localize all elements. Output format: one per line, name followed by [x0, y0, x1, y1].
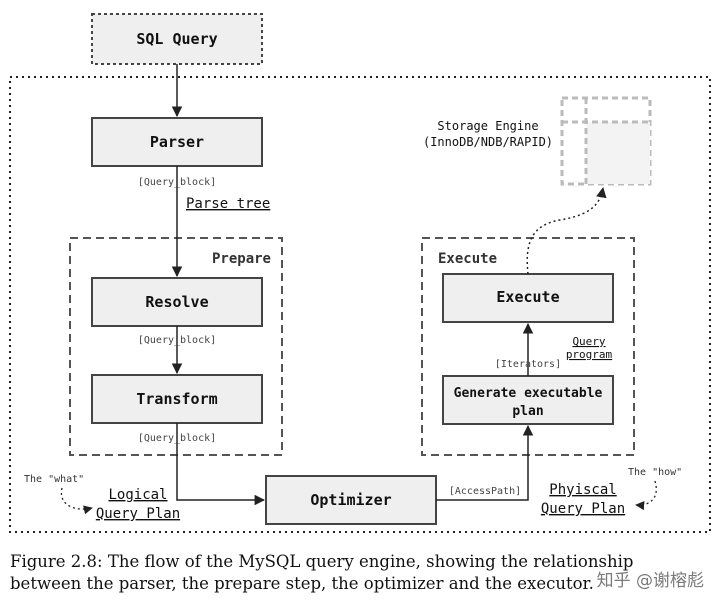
parser-box: [91, 117, 263, 167]
generate-plan-box: [442, 375, 614, 425]
figure-caption: Figure 2.8: The flow of the MySQL query …: [10, 552, 634, 593]
execute-label: Execute: [496, 288, 559, 306]
storage-engine-title: Storage Engine: [437, 119, 538, 133]
physical-plan-annotation-line1: Phyiscal: [549, 482, 616, 498]
sql-query-box: [91, 13, 263, 65]
query-program-annotation-line2: program: [566, 348, 613, 361]
generate-plan-label-line2: plan: [512, 404, 543, 419]
edge-label-access-path: [AccessPath]: [449, 486, 521, 497]
edge-label-query-block-1: [Query_block]: [138, 177, 216, 188]
logical-plan-annotation-line2: Query Plan: [96, 506, 180, 522]
edge-execute-to-storage: [526, 186, 607, 275]
how-annotation-arrow: [635, 480, 657, 511]
sql-query-label: SQL Query: [136, 30, 217, 48]
physical-plan-annotation-line2: Query Plan: [541, 501, 625, 517]
edge-label-query-block-3: [Query_block]: [138, 433, 216, 444]
storage-engine-subtitle: (InnoDB/NDB/RAPID): [423, 135, 553, 149]
edge-label-iterators: [Iterators]: [495, 359, 561, 370]
storage-engine-icon: [560, 96, 652, 186]
edge-transform-to-optimizer: [176, 423, 266, 506]
watermark: 知乎 @谢榕彪: [596, 571, 704, 591]
what-annotation: The "what": [24, 474, 84, 485]
parse-tree-annotation: Parse tree: [186, 196, 270, 212]
edge-optimizer-to-generate: [436, 424, 534, 501]
parser-label: Parser: [150, 133, 204, 151]
logical-plan-annotation-line1: Logical: [108, 487, 167, 503]
what-annotation-arrow: [60, 487, 93, 515]
resolve-label: Resolve: [145, 293, 208, 311]
optimizer-label: Optimizer: [310, 491, 391, 509]
generate-plan-label-line1: Generate executable: [454, 386, 603, 401]
outer-boundary: [9, 76, 711, 533]
edge-label-query-block-2: [Query_block]: [138, 335, 216, 346]
how-annotation: The "how": [628, 467, 682, 478]
query-program-annotation-line1: Query: [572, 335, 605, 348]
transform-label: Transform: [136, 390, 217, 408]
execute-box: [442, 273, 614, 323]
execute-group-label: Execute: [438, 251, 497, 267]
prepare-group-label: Prepare: [212, 251, 271, 267]
prepare-group: [69, 237, 283, 456]
